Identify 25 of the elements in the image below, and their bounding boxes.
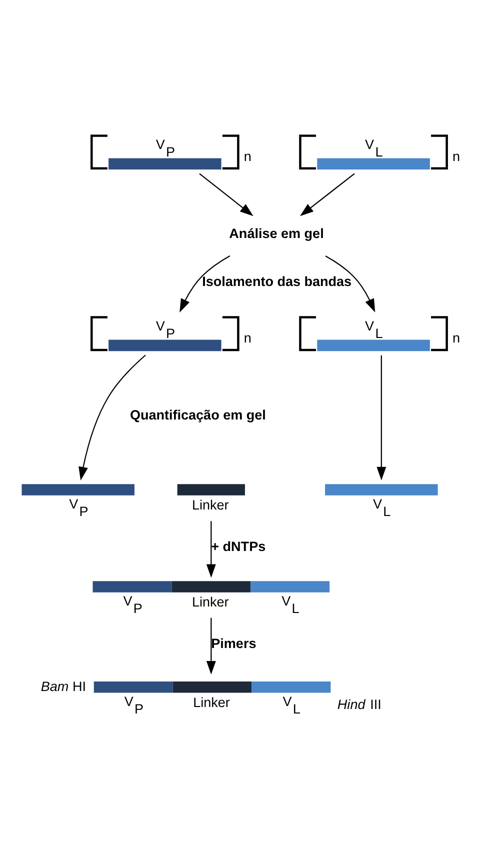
arrow bbox=[199, 173, 254, 216]
node-box bbox=[325, 484, 438, 496]
arrow bbox=[325, 255, 376, 312]
node-label: n bbox=[452, 149, 460, 164]
arrow bbox=[180, 255, 230, 312]
node-label: Linker bbox=[193, 694, 230, 710]
node-box bbox=[177, 484, 245, 496]
node-label: Linker bbox=[192, 594, 229, 610]
arrow bbox=[376, 355, 386, 480]
edge-label: Pimers bbox=[211, 636, 256, 651]
node-label: n bbox=[452, 330, 460, 346]
arrow bbox=[78, 354, 146, 480]
node-label: Bam HI bbox=[40, 679, 86, 694]
edge-label: + dNTPs bbox=[211, 538, 266, 554]
node-label: n bbox=[244, 330, 252, 346]
node-box bbox=[22, 484, 134, 496]
node-label: Linker bbox=[192, 498, 229, 513]
node-label: n bbox=[244, 149, 252, 164]
edge-label: Isolamento das bandas bbox=[202, 274, 352, 289]
label: Quantificação em gel bbox=[130, 407, 266, 422]
node-text: Análise em gel bbox=[229, 226, 324, 241]
arrow bbox=[206, 521, 216, 578]
arrow bbox=[206, 618, 216, 675]
arrow bbox=[300, 173, 355, 216]
node-label: Hind III bbox=[337, 697, 382, 712]
